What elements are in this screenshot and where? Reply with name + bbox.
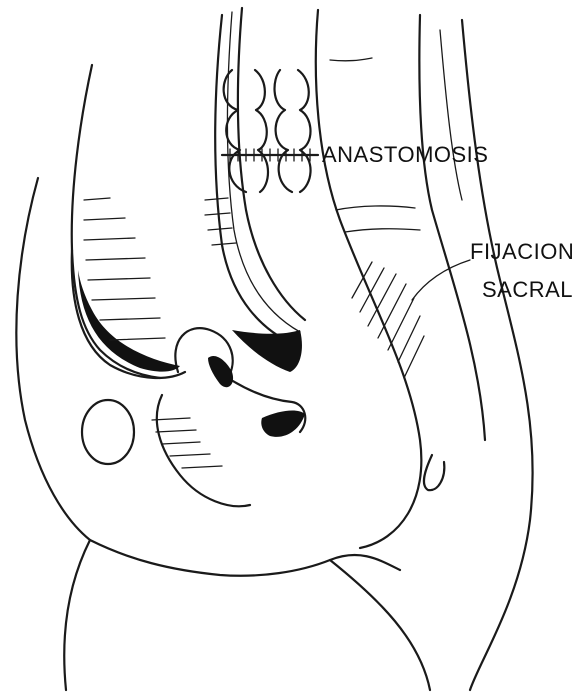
sacral-fixation-hatching [352,262,424,378]
haustra-right [275,70,292,192]
cervix-fill [208,356,233,387]
vertebra-line-1 [330,58,372,61]
bladder-fill [78,270,180,372]
sacral-inner [440,30,462,200]
pubic-bone [82,400,134,464]
label-sacral: SACRAL [482,279,573,301]
vertebra-line-2 [336,206,415,210]
label-anastomosis: ANASTOMOSIS [322,144,488,166]
body-contour-left [16,178,90,690]
colon-right-wall [238,8,305,320]
haustra-middle [255,70,268,192]
perineum-contour [90,540,400,576]
colon-fill [232,330,302,372]
vertebra-line-3 [345,229,420,232]
spine-posterior [419,15,485,440]
vaginal-fornix-fill [261,411,305,437]
label-fijacion: FIJACION [470,241,574,263]
coccyx [424,455,444,490]
spine-anterior [316,10,422,548]
body-contour-front [72,65,160,378]
vagina-outline [157,395,250,506]
fixation-leader [412,260,470,300]
haustra-far-right [298,70,311,192]
buttock-contour [330,560,430,690]
haustra-left [224,70,246,192]
